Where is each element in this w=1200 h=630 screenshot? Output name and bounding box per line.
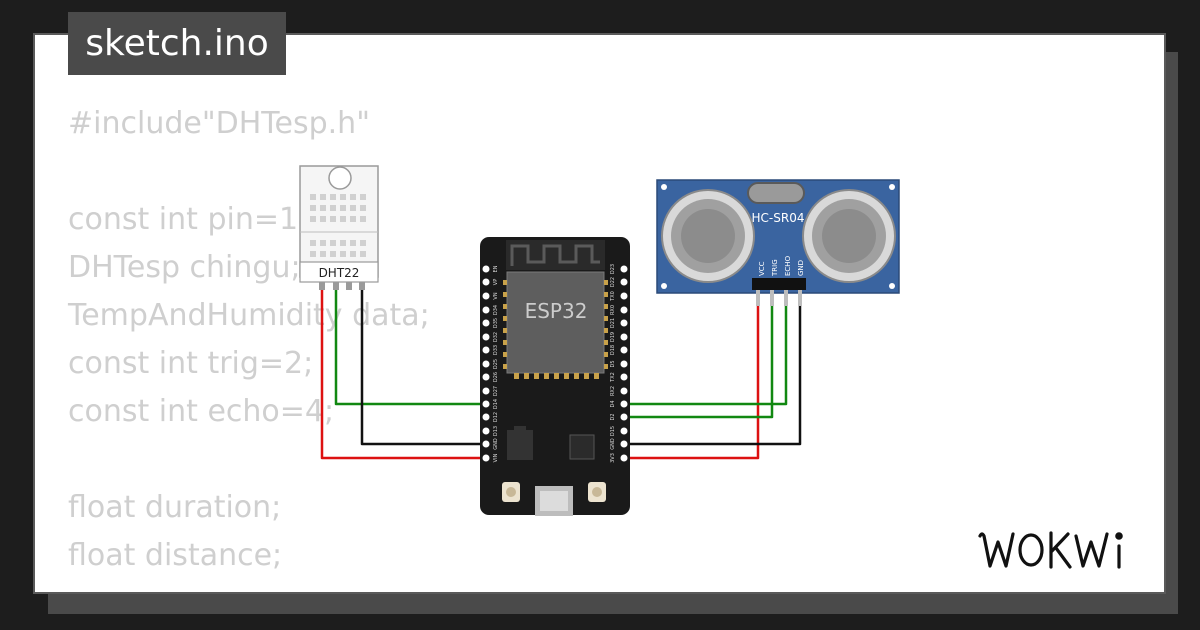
- wires: [320, 284, 802, 460]
- esp32-pin-label: VN: [493, 292, 499, 299]
- esp32-pin-label: D13: [493, 426, 499, 436]
- esp32-label: ESP32: [525, 299, 588, 323]
- esp32-pin-label: EN: [493, 265, 499, 272]
- esp32-pin-label: RX2: [610, 386, 616, 396]
- hcsr04-label: HC-SR04: [752, 211, 805, 225]
- esp32-pin-label: D18: [610, 345, 616, 355]
- esp32-pin-label: TX0: [610, 291, 616, 302]
- code-line: const int pin=14;: [68, 202, 328, 237]
- wire-hc-echo: [626, 305, 788, 406]
- esp32-pin-label: D34: [493, 305, 499, 315]
- code-line: DHTesp chingu;: [68, 250, 301, 285]
- code-listing: #include"DHTesp.h" const int pin=14; DHT…: [68, 100, 430, 580]
- esp32-pin-label: D35: [493, 318, 499, 328]
- wire-dht-vcc: [320, 284, 484, 460]
- esp32-pin-label: D12: [493, 412, 499, 422]
- esp32-board[interactable]: ESP32 EN VP VN: [480, 237, 630, 516]
- hcsr04-pin-label: VCC: [758, 261, 766, 276]
- code-line: float duration;: [68, 490, 282, 525]
- file-name-tab[interactable]: sketch.ino: [68, 12, 286, 75]
- esp32-pin-label: 3V3: [610, 453, 616, 463]
- wire-hc-vcc: [626, 305, 760, 460]
- wire-hc-trig: [626, 305, 774, 419]
- esp32-pin-label: TX2: [610, 372, 616, 383]
- hcsr04-sensor[interactable]: HC-SR04 VCC TRIG ECHO GND: [656, 179, 900, 306]
- esp32-pin-label: D32: [493, 332, 499, 342]
- esp32-pin-label: D33: [493, 345, 499, 355]
- code-line: float distance;: [68, 538, 283, 573]
- esp32-pin-label: GND: [610, 438, 616, 450]
- wire-dht-data: [334, 284, 484, 406]
- dht22-label: DHT22: [319, 266, 360, 280]
- wire-dht-gnd: [360, 284, 484, 446]
- code-line: const int trig=2;: [68, 346, 314, 381]
- code-line: #include"DHTesp.h": [68, 106, 370, 141]
- esp32-pin-label: D2: [610, 413, 616, 420]
- hcsr04-pin-label: ECHO: [784, 255, 792, 276]
- code-line: const int echo=4;: [68, 394, 335, 429]
- wire-hc-gnd: [626, 305, 802, 446]
- esp32-pin-label: VIN: [493, 453, 499, 462]
- esp32-pin-label: VP: [493, 279, 499, 285]
- esp32-pin-label: D4: [610, 400, 616, 407]
- esp32-pin-label: D5: [610, 360, 616, 367]
- esp32-pin-label: D21: [610, 318, 616, 328]
- esp32-pin-label: D19: [610, 332, 616, 342]
- esp32-pin-label: GND: [493, 438, 499, 450]
- wokwi-logo: [978, 531, 1123, 569]
- code-line: TempAndHumidity data;: [68, 298, 430, 333]
- dht22-sensor[interactable]: DHT22: [299, 165, 379, 290]
- esp32-pin-label: RX0: [610, 305, 616, 315]
- esp32-pin-label: D14: [493, 399, 499, 409]
- esp32-pin-label: D27: [493, 386, 499, 396]
- hcsr04-pin-label: TRIG: [771, 259, 779, 277]
- hcsr04-pin-label: GND: [797, 260, 805, 276]
- esp32-pin-label: D26: [493, 372, 499, 382]
- esp32-pin-label: D22: [610, 277, 616, 287]
- esp32-pin-label: D25: [493, 359, 499, 369]
- esp32-pin-label: D23: [610, 264, 616, 274]
- esp32-pin-label: D15: [610, 426, 616, 436]
